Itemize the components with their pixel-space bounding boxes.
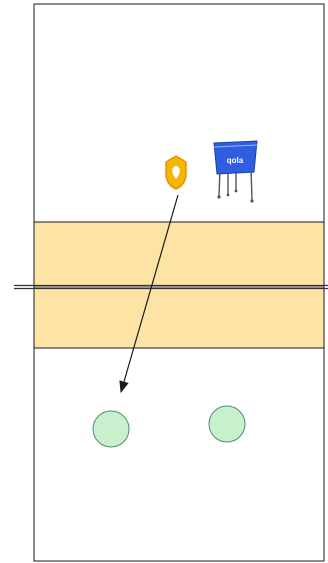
movement-arrow <box>119 194 179 394</box>
ball-cart-brand-label: qola <box>227 156 244 165</box>
coach-cone-icon <box>165 155 187 190</box>
net <box>14 284 328 290</box>
target-circle-left <box>92 410 130 448</box>
ball-cart-icon: qola <box>213 140 258 203</box>
attack-zone-top <box>33 221 325 287</box>
attack-zone-bottom <box>33 287 325 349</box>
target-circle-right <box>208 405 246 443</box>
